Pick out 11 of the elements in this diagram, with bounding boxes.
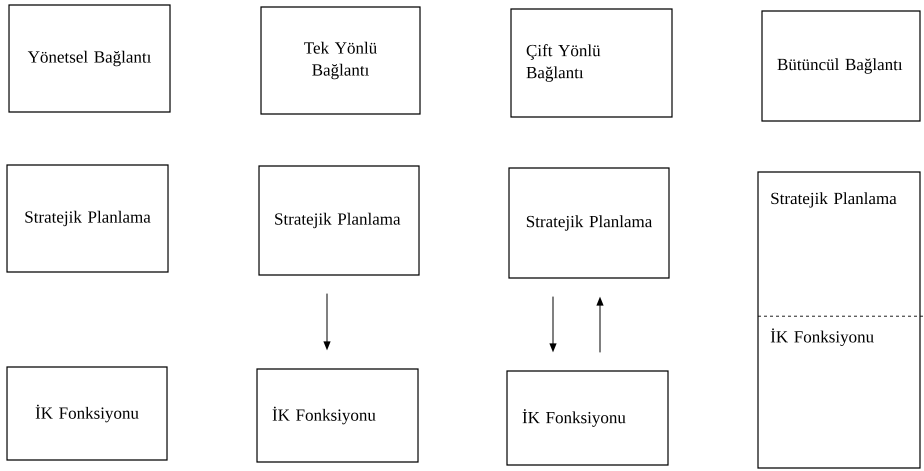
split-box: Stratejik Planlama İK Fonksiyonu: [757, 171, 924, 469]
text-box: Çift Yönlü Bağlantı: [510, 8, 673, 118]
text-box: Stratejik Planlama: [258, 165, 420, 276]
text-box: İK Fonksiyonu: [506, 370, 669, 466]
text-box: Yönetsel Bağlantı: [8, 4, 171, 113]
text-box: Bütüncül Bağlantı: [761, 10, 921, 122]
text-box: Stratejik Planlama: [6, 164, 169, 273]
text-box: Stratejik Planlama: [508, 167, 670, 279]
text-box: Tek Yönlü Bağlantı: [260, 6, 421, 115]
text-box: İK Fonksiyonu: [6, 366, 168, 461]
text-box: İK Fonksiyonu: [256, 368, 419, 463]
